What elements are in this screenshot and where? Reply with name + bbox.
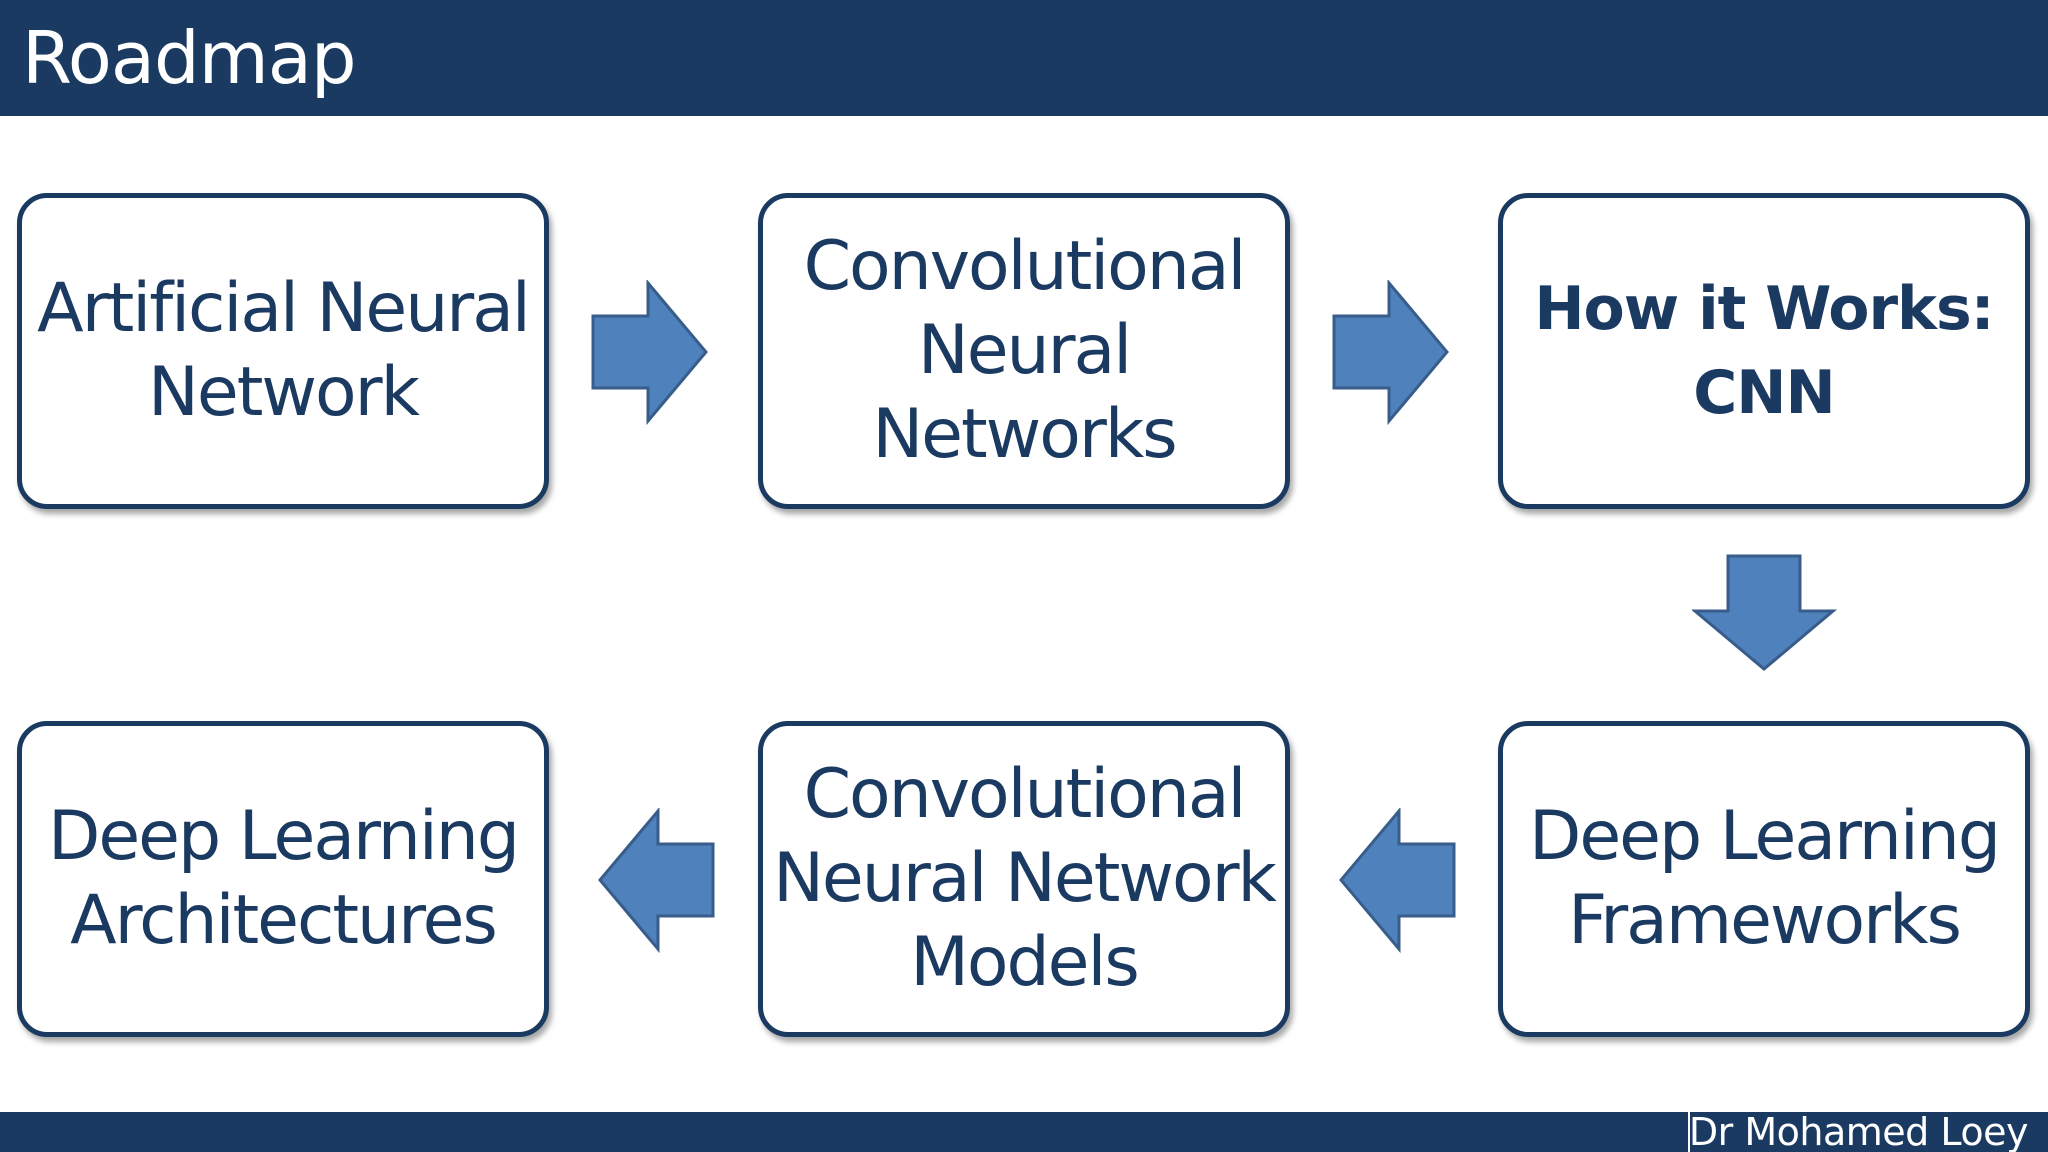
left-arrow-icon (596, 808, 716, 953)
step-label: Convolutional Neural Network Models (773, 755, 1277, 1002)
header-bar (0, 0, 2048, 116)
footer-divider (1688, 1112, 1690, 1152)
step-box-frameworks: Deep Learning Frameworks (1498, 721, 2030, 1037)
footer-author: Dr Mohamed Loey (1688, 1110, 2029, 1152)
step-label: How it Works: CNN (1534, 274, 1994, 428)
step-box-how-it-works: How it Works: CNN (1498, 193, 2030, 509)
step-box-architectures: Deep Learning Architectures (17, 721, 549, 1037)
right-arrow-icon (590, 280, 710, 425)
step-box-cnn: Convolutional Neural Networks (758, 193, 1290, 509)
slide-title: Roadmap (22, 16, 357, 100)
step-box-ann: Artificial Neural Network (17, 193, 549, 509)
left-arrow-icon (1337, 808, 1457, 953)
step-label: Deep Learning Frameworks (1528, 797, 2001, 960)
step-label: Deep Learning Architectures (47, 797, 520, 960)
step-label: Convolutional Neural Networks (803, 227, 1247, 474)
step-box-cnn-models: Convolutional Neural Network Models (758, 721, 1290, 1037)
right-arrow-icon (1331, 280, 1451, 425)
step-label: Artificial Neural Network (37, 269, 531, 432)
down-arrow-icon (1692, 553, 1837, 673)
footer-bar (0, 1112, 2048, 1152)
